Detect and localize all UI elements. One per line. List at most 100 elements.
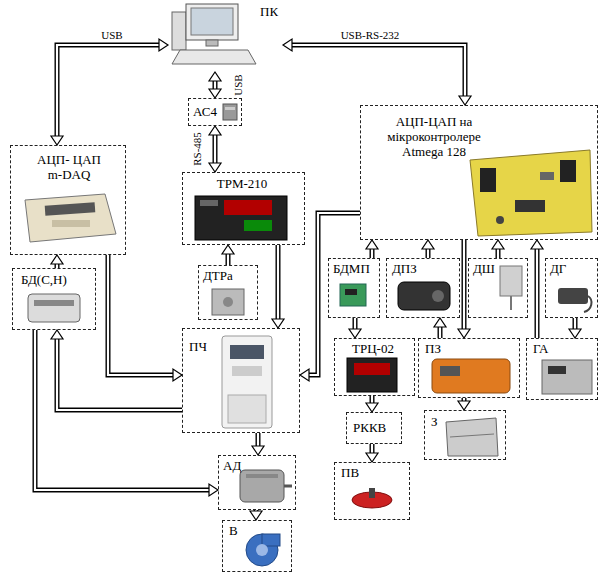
arrow-core [277,245,279,319]
exhaust-fan: ПВ [334,462,410,520]
arrow-core [427,249,429,258]
arrow-outline [426,249,431,258]
controller-icon [195,196,287,240]
arrow-head [272,319,284,328]
gas-sensor: ДГ [545,258,598,318]
double-arrow [531,240,543,338]
arrow-head [209,89,221,98]
arrow-core [57,339,182,410]
double-arrow [366,396,378,412]
arrow-core [292,45,465,96]
double-arrow [108,255,182,381]
node-label: БДМП [333,261,370,277]
arrow-outline [57,45,159,136]
motor-icon [240,470,292,502]
double-arrow [349,318,361,338]
arrow-core [214,135,216,163]
double-arrow [35,330,218,496]
interface-converter: АС4 [188,98,242,126]
arrow-core [227,254,229,265]
noise-sensor-icon [500,266,522,310]
double-arrow [250,510,262,520]
arrow-outline [108,255,173,375]
double-arrow [222,245,234,265]
double-arrow [434,318,446,338]
arrow-outline [292,45,465,96]
gas-analyzer: ГА [526,338,598,400]
arrow-core [574,318,576,329]
arrow-head [222,245,234,254]
double-arrow [209,72,221,98]
double-arrow [492,240,504,258]
node-label: АД [223,458,241,474]
damper-actuator: ПЗ [418,338,520,398]
double-arrow [569,318,581,338]
node-label: ПЧ [189,339,207,355]
arrow-core [214,81,216,89]
position-sensor-icon [398,282,450,310]
computer: ПК [168,0,283,72]
arrow-outline [370,396,375,403]
arrow-outline [213,135,218,163]
arrow-head [300,369,309,381]
arrow-outline [353,318,358,329]
noise-sensor: ДШ [468,258,528,318]
arrow-head [569,329,581,338]
damper: З [424,410,506,460]
double-arrow [252,433,264,455]
pcb-icon [470,150,592,236]
double-arrow [366,444,378,462]
node-label: ТРЦ-02 [335,341,411,356]
arrow-outline [535,249,540,338]
arrow-core [371,249,373,258]
edge-label: USB [232,72,244,97]
arrow-core [57,45,159,136]
node-label: ДШ [473,261,495,277]
arrow-head [366,453,378,462]
inverter-icon [222,336,272,428]
microcontroller-board: АЦП-ЦАП на мікроконтролере Atmega 128 [360,105,598,240]
node-label: ДГ [550,261,566,277]
arrow-head [159,39,168,51]
damper-icon [446,418,498,456]
arrow-head [252,446,264,455]
arrow-outline [496,249,501,258]
arrow-head [492,240,504,249]
arrow-head [349,329,361,338]
arrow-core [536,249,538,338]
double-arrow [366,240,378,258]
arrow-head [458,329,470,338]
double-arrow [51,39,168,145]
frequency-converter: ПЧ [182,328,300,433]
temperature-controller: ТРМ-210 [182,172,305,245]
node-label: БД(C,H) [21,272,67,288]
node-label: ГА [533,341,549,357]
arrow-core [463,240,465,329]
arrow-head [459,96,471,105]
blower: В [222,520,292,572]
double-arrow [51,330,182,410]
induction-motor: АД [218,455,296,510]
arrow-head [458,401,470,410]
edge-label: RS-485 [191,130,203,168]
arrow-head [51,136,63,145]
actuator-icon [432,359,510,393]
arrow-core [354,318,356,329]
converter-icon [223,104,237,120]
node-label: АЦП- ЦАП m-DAQ [33,152,105,182]
daq-icon [25,194,116,242]
arrow-outline [462,240,467,329]
sensor-block: БД(C,H) [12,268,96,330]
edge-label: USB-RS-232 [339,29,402,41]
arrow-head [51,330,63,339]
fan-icon [352,488,392,508]
node-label: ТРМ-210 [183,176,301,191]
node-label: ПЗ [425,341,441,357]
arrow-outline [370,444,375,453]
arrow-head [209,72,221,81]
arrow-core [497,249,499,258]
node-label: РККВ [353,420,386,436]
arrow-outline [256,433,261,446]
arrow-head [250,511,262,520]
